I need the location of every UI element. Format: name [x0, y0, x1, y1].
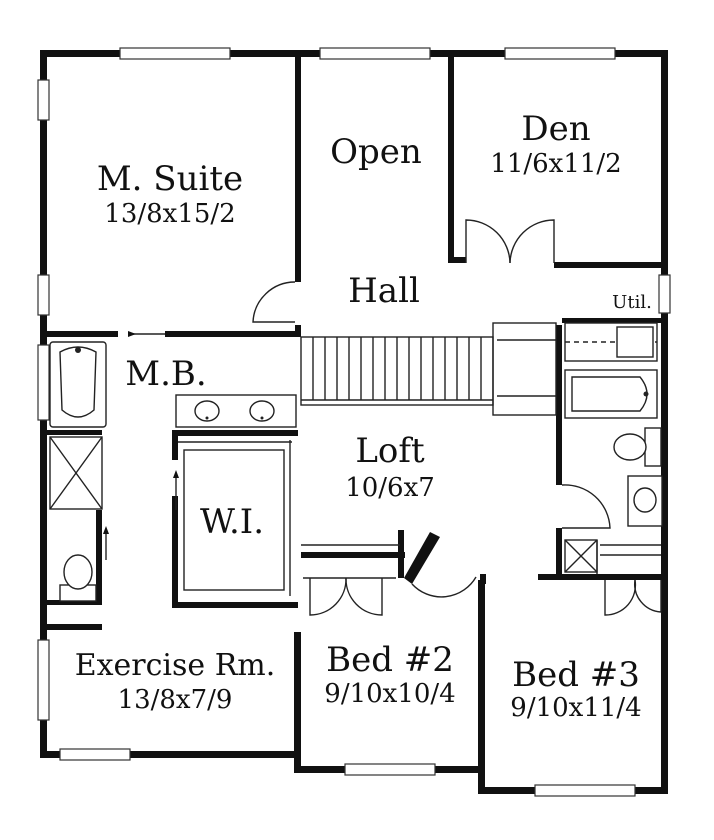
bed3-name: Bed #3 — [512, 655, 640, 695]
den-size: 11/6x11/2 — [490, 149, 621, 179]
den-name: Den — [521, 109, 590, 149]
master-suite-size: 13/8x15/2 — [104, 199, 235, 229]
room-labels: M. Suite 13/8x15/2 Open Den 11/6x11/2 Ha… — [75, 109, 652, 723]
fixtures — [49, 322, 663, 602]
loft-name: Loft — [355, 431, 425, 471]
exercise-size: 13/8x7/9 — [118, 685, 233, 715]
stairs — [300, 322, 557, 416]
walk-in-name: W.I. — [200, 502, 264, 542]
bed2-size: 9/10x10/4 — [324, 679, 455, 709]
doors — [103, 219, 662, 616]
exercise-name: Exercise Rm. — [75, 648, 276, 683]
bed2-name: Bed #2 — [326, 640, 454, 680]
loft-size: 10/6x7 — [345, 473, 435, 503]
open-name: Open — [330, 132, 422, 172]
bed3-size: 9/10x11/4 — [510, 693, 641, 723]
interior-walls — [40, 57, 668, 630]
utility-name: Util. — [612, 292, 652, 313]
master-bath-name: M.B. — [125, 354, 206, 394]
master-suite-name: M. Suite — [97, 159, 243, 199]
windows — [37, 47, 671, 797]
hall-name: Hall — [348, 271, 420, 311]
